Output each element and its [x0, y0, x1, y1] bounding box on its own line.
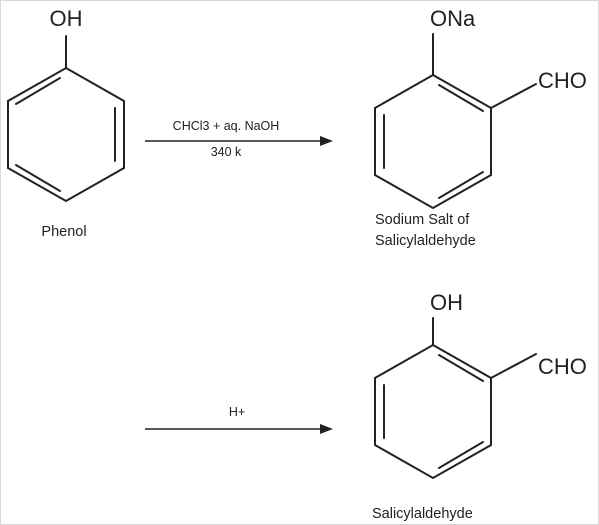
reaction-arrow-1: CHCl3 + aq. NaOH 340 k: [145, 119, 333, 159]
salicylaldehyde-oh-label: OH: [430, 290, 463, 315]
sodium-salt-benzene-ring: [374, 73, 492, 210]
step1-condition-label: 340 k: [211, 145, 242, 159]
phenol-molecule: OH Phenol: [7, 6, 125, 240]
phenol-name-label: Phenol: [41, 224, 86, 240]
sodium-salt-name-line2: Salicylaldehyde: [375, 233, 476, 249]
ona-label: ONa: [430, 6, 476, 31]
sodium-salt-molecule: ONa CHO Sodium Salt of Salicylaldehyde: [374, 6, 587, 249]
arrow-2-head: [320, 424, 333, 434]
salicylaldehyde-benzene-ring: [374, 343, 492, 480]
step2-reagent-label: H+: [229, 405, 245, 419]
phenol-oh-label: OH: [50, 6, 83, 31]
sodium-salt-cho-bond: [490, 83, 537, 109]
arrow-1-head: [320, 136, 333, 146]
phenol-benzene-ring: [7, 66, 125, 203]
sodium-salt-name-line1: Sodium Salt of: [375, 212, 470, 228]
salicylaldehyde-name-label: Salicylaldehyde: [372, 506, 473, 522]
reaction-arrow-2: H+: [145, 405, 333, 434]
salicylaldehyde-cho-label: CHO: [538, 354, 587, 379]
salicylaldehyde-molecule: OH CHO Salicylaldehyde: [372, 290, 587, 522]
sodium-salt-cho-label: CHO: [538, 68, 587, 93]
salicylaldehyde-cho-bond: [490, 353, 537, 379]
step1-reagent-label: CHCl3 + aq. NaOH: [173, 119, 280, 133]
